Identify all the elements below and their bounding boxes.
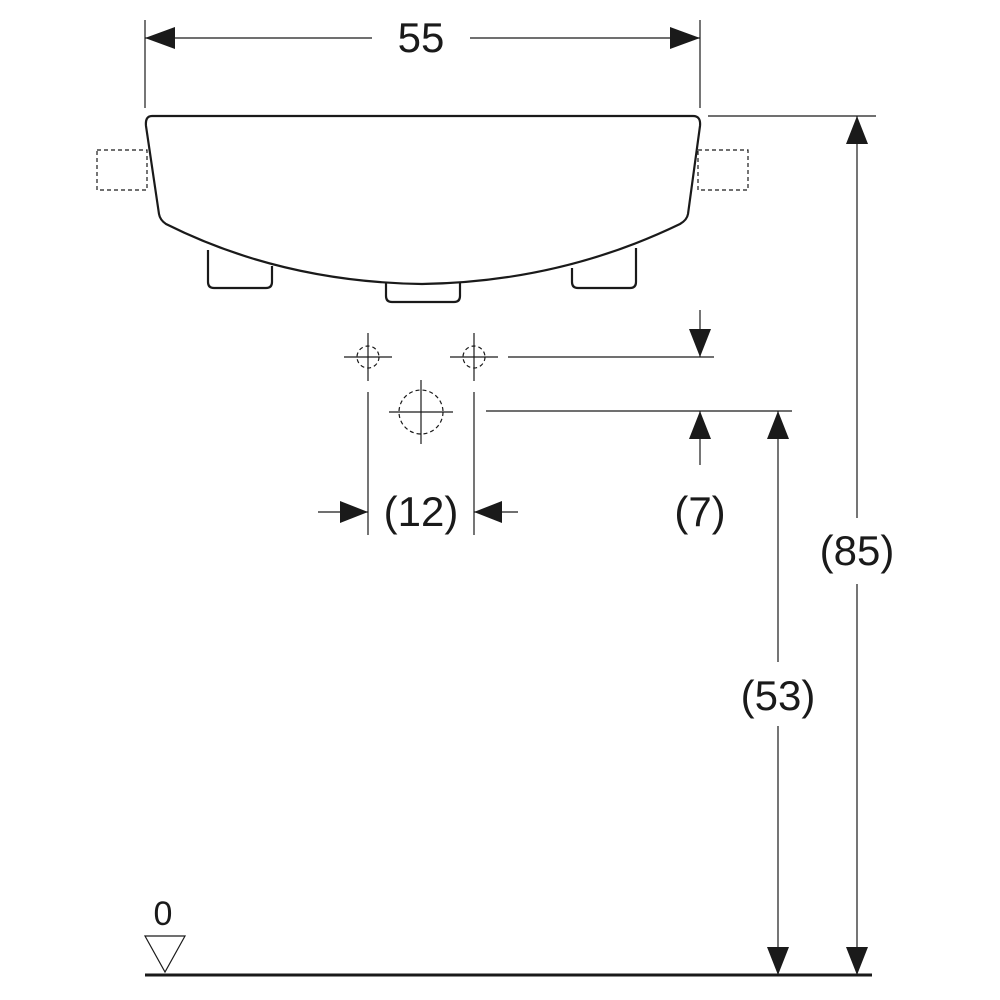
drain-foot — [384, 283, 462, 304]
offset-dimension: (7) — [486, 310, 792, 535]
width-label: 55 — [398, 14, 445, 61]
total-height-label: (85) — [820, 527, 895, 574]
crosshair-left — [344, 333, 392, 381]
spacing-arrow-right — [474, 501, 502, 523]
basin-outline — [144, 114, 702, 286]
drain-height-arrow-top — [767, 411, 789, 439]
spacing-arrow-left — [340, 501, 368, 523]
crosshair-right — [450, 333, 498, 381]
offset-label: (7) — [674, 488, 725, 535]
spacing-dimension: (12) — [318, 392, 518, 535]
level-marker — [143, 935, 187, 974]
floor-level-label: 0 — [154, 895, 173, 933]
width-arrow-left — [145, 27, 175, 49]
offset-arrow-down — [689, 329, 711, 357]
foot-right — [570, 248, 638, 290]
total-height-arrow-top — [846, 116, 868, 144]
floor: 0 — [143, 895, 872, 977]
total-height-dimension: (85) — [708, 115, 895, 975]
width-arrow-right — [670, 27, 700, 49]
spacing-label: (12) — [384, 488, 459, 535]
drain-height-label: (53) — [741, 672, 816, 719]
bracket-left — [96, 149, 148, 191]
washbasin — [96, 114, 749, 304]
width-dimension: 55 — [144, 14, 701, 108]
foot-left — [206, 250, 274, 290]
drain-height-dimension: (53) — [741, 411, 816, 975]
drain-height-arrow-bottom — [767, 947, 789, 975]
total-height-arrow-bottom — [846, 947, 868, 975]
offset-arrow-up — [689, 411, 711, 439]
drain-crosshair — [389, 380, 453, 444]
bracket-right — [697, 149, 749, 191]
